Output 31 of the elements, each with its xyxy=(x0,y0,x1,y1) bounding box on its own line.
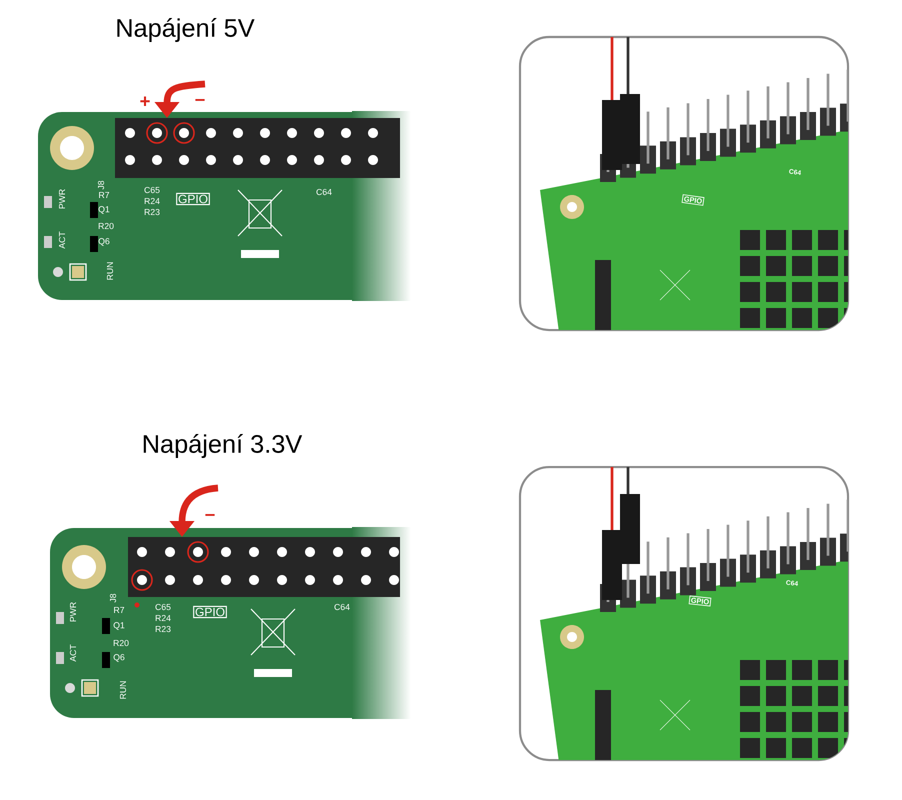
silkscreen-label: GPIO xyxy=(176,192,210,206)
silkscreen-label: J8 xyxy=(98,180,104,190)
silkscreen-label: R20 xyxy=(114,640,129,646)
silkscreen-label: C64 xyxy=(316,188,332,196)
silkscreen-label: ACT xyxy=(58,232,66,249)
silkscreen-label: R24 xyxy=(144,198,160,204)
silkscreen-label: Q1 xyxy=(98,206,110,214)
silkscreen-label: RUN xyxy=(106,262,114,280)
silkscreen-label: PWR xyxy=(70,602,76,622)
polarity-sign: + xyxy=(140,96,150,106)
silkscreen-label: RUN xyxy=(120,681,126,699)
silkscreen-label: R23 xyxy=(144,208,160,216)
silkscreen-label: PWR xyxy=(59,189,65,208)
silkscreen-label: Q6 xyxy=(114,654,124,662)
silkscreen-label: GPIO xyxy=(193,606,227,618)
heading: Napájení 3.3V xyxy=(144,434,302,458)
silkscreen-label: R24 xyxy=(156,615,171,622)
silkscreen-label: J8 xyxy=(110,594,116,602)
silkscreen-label: R7 xyxy=(114,607,124,613)
silkscreen-label: R7 xyxy=(99,192,110,198)
silkscreen-label: Q6 xyxy=(98,238,110,246)
silkscreen-label: C65 xyxy=(144,186,160,194)
silkscreen-label: R23 xyxy=(156,626,171,632)
silkscreen-label: R20 xyxy=(98,222,114,230)
silkscreen-label: C65 xyxy=(156,604,171,610)
heading: Napájení 5V xyxy=(117,18,255,42)
silkscreen-label: Q1 xyxy=(114,622,124,630)
polarity-sign: – xyxy=(205,514,215,516)
silkscreen-label: C64 xyxy=(334,604,350,610)
polarity-sign: – xyxy=(195,99,205,101)
silkscreen-label: ACT xyxy=(70,644,76,662)
